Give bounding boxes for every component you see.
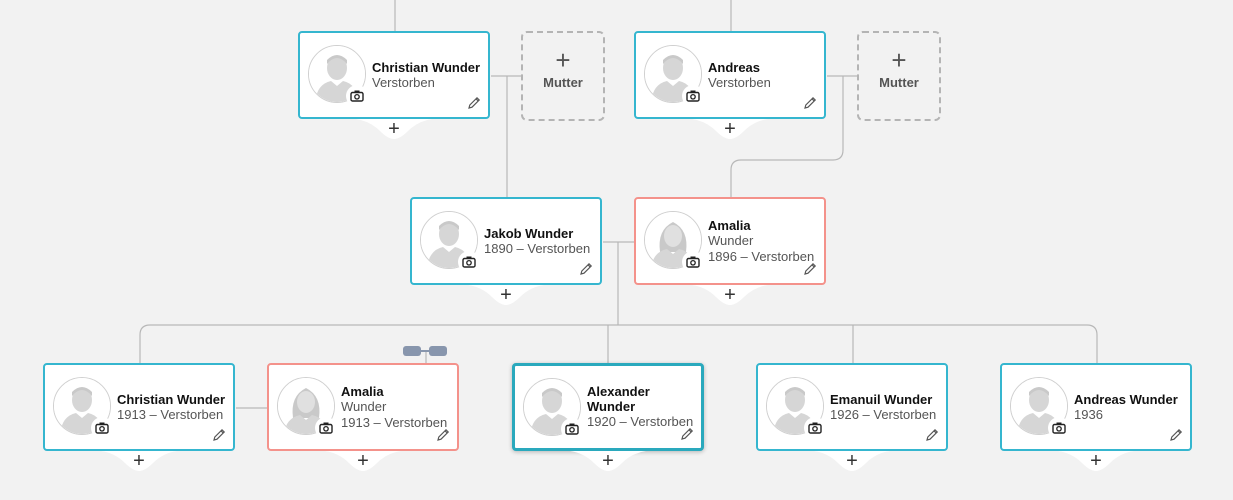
person-detail: 1890 – Verstorben [484, 240, 591, 256]
plus-icon: + [357, 450, 369, 472]
person-dates: 1913 – Verstorben [341, 414, 448, 430]
person-name: Andreas [708, 59, 761, 75]
person-name: Andreas Wunder [1074, 391, 1178, 407]
plus-icon: + [724, 284, 736, 306]
plus-icon: + [724, 118, 736, 140]
person-detail: Wunder [708, 232, 754, 248]
person-name: Christian Wunder [117, 391, 226, 407]
plus-icon: + [891, 45, 907, 75]
person-dates: 1896 – Verstorben [708, 248, 815, 264]
person-detail: 1926 – Verstorben [830, 406, 937, 422]
plus-icon: + [555, 45, 571, 75]
add-child-tab[interactable]: + [692, 119, 768, 141]
add-child-tab[interactable]: + [101, 451, 177, 473]
plus-icon: + [602, 450, 614, 472]
add-mother-label: Mutter [543, 75, 583, 90]
camera-icon[interactable] [682, 251, 704, 273]
add-child-tab[interactable]: + [356, 119, 432, 141]
pencil-icon[interactable] [578, 261, 594, 277]
pencil-icon[interactable] [802, 95, 818, 111]
person-name: Emanuil Wunder [830, 391, 933, 407]
add-child-tab[interactable]: + [468, 285, 544, 307]
pencil-icon[interactable] [435, 427, 451, 443]
person-detail: 1913 – Verstorben [117, 406, 224, 422]
camera-icon[interactable] [91, 417, 113, 439]
add-child-tab[interactable]: + [814, 451, 890, 473]
person-detail: 1936 [1074, 406, 1103, 422]
camera-icon[interactable] [561, 418, 583, 440]
add-child-tab[interactable]: + [570, 451, 646, 473]
camera-icon[interactable] [682, 85, 704, 107]
add-mother-label: Mutter [879, 75, 919, 90]
person-name: Jakob Wunder [484, 225, 574, 241]
person-detail: Wunder [341, 398, 387, 414]
add-child-tab[interactable]: + [692, 285, 768, 307]
add-child-tab[interactable]: + [1058, 451, 1134, 473]
camera-icon[interactable] [458, 251, 480, 273]
plus-icon: + [133, 450, 145, 472]
person-detail: Verstorben [372, 74, 435, 90]
avatar [766, 377, 824, 435]
camera-icon[interactable] [1048, 417, 1070, 439]
pencil-icon[interactable] [679, 426, 695, 442]
add-mother-placeholder-1[interactable]: + Mutter [521, 31, 605, 121]
pencil-icon[interactable] [211, 427, 227, 443]
camera-icon[interactable] [346, 85, 368, 107]
pencil-icon[interactable] [802, 261, 818, 277]
camera-icon[interactable] [315, 417, 337, 439]
plus-icon: + [500, 284, 512, 306]
camera-icon[interactable] [804, 417, 826, 439]
person-name: Amalia [708, 217, 751, 233]
plus-icon: + [1090, 450, 1102, 472]
plus-icon: + [846, 450, 858, 472]
person-name: Christian Wunder [372, 59, 481, 75]
person-detail: 1920 – Verstorben [587, 414, 694, 429]
pencil-icon[interactable] [924, 427, 940, 443]
pencil-icon[interactable] [466, 95, 482, 111]
person-name: Amalia [341, 383, 384, 399]
add-mother-placeholder-2[interactable]: + Mutter [857, 31, 941, 121]
add-child-tab[interactable]: + [325, 451, 401, 473]
plus-icon: + [388, 118, 400, 140]
person-detail: Verstorben [708, 74, 771, 90]
person-name: Alexander Wunder [587, 384, 650, 414]
couple-link-icon[interactable] [403, 344, 449, 358]
pencil-icon[interactable] [1168, 427, 1184, 443]
